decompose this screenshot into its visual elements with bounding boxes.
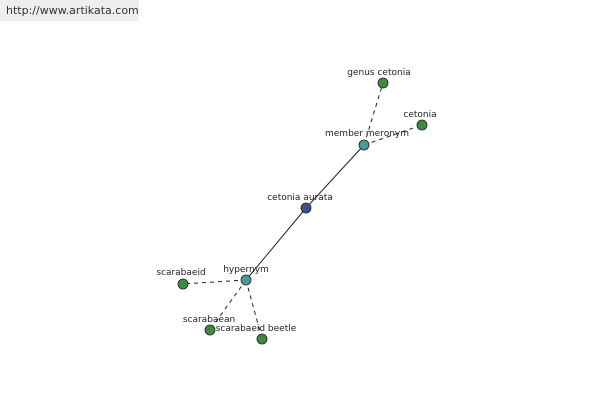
edge-member-meronym-cetonia (363, 124, 423, 146)
node-scarabaeid[interactable] (177, 278, 189, 290)
node-member-meronym[interactable] (358, 139, 370, 151)
source-link[interactable]: http://www.artikata.com (0, 0, 139, 21)
label-cetonia-aurata: cetonia aurata (267, 193, 333, 203)
edge-hypernym-scarabaeid (182, 279, 247, 285)
node-cetonia[interactable] (416, 119, 428, 131)
edge-member-meronym-genus-cetonia (363, 82, 384, 146)
node-scarabaeid-beetle[interactable] (256, 333, 268, 345)
label-cetonia: cetonia (403, 110, 436, 120)
node-scarabaean[interactable] (204, 324, 216, 336)
label-genus-cetonia: genus cetonia (347, 68, 410, 78)
label-member-meronym: member meronym (325, 129, 409, 139)
label-hypernym: hypernym (223, 265, 269, 275)
node-genus-cetonia[interactable] (377, 77, 389, 89)
edge-hypernym-scarabaean (209, 279, 247, 331)
label-scarabaeid: scarabaeid (156, 268, 205, 278)
edge-cetonia-aurata-member-meronym (305, 144, 365, 209)
label-scarabaean: scarabaean (183, 315, 235, 325)
node-cetonia-aurata[interactable] (300, 202, 312, 214)
label-scarabaeid-beetle: scarabaeid beetle (216, 324, 297, 334)
edge-cetonia-aurata-hypernym (245, 207, 307, 281)
edge-hypernym-scarabaeid-beetle (245, 279, 263, 340)
node-hypernym[interactable] (240, 274, 252, 286)
